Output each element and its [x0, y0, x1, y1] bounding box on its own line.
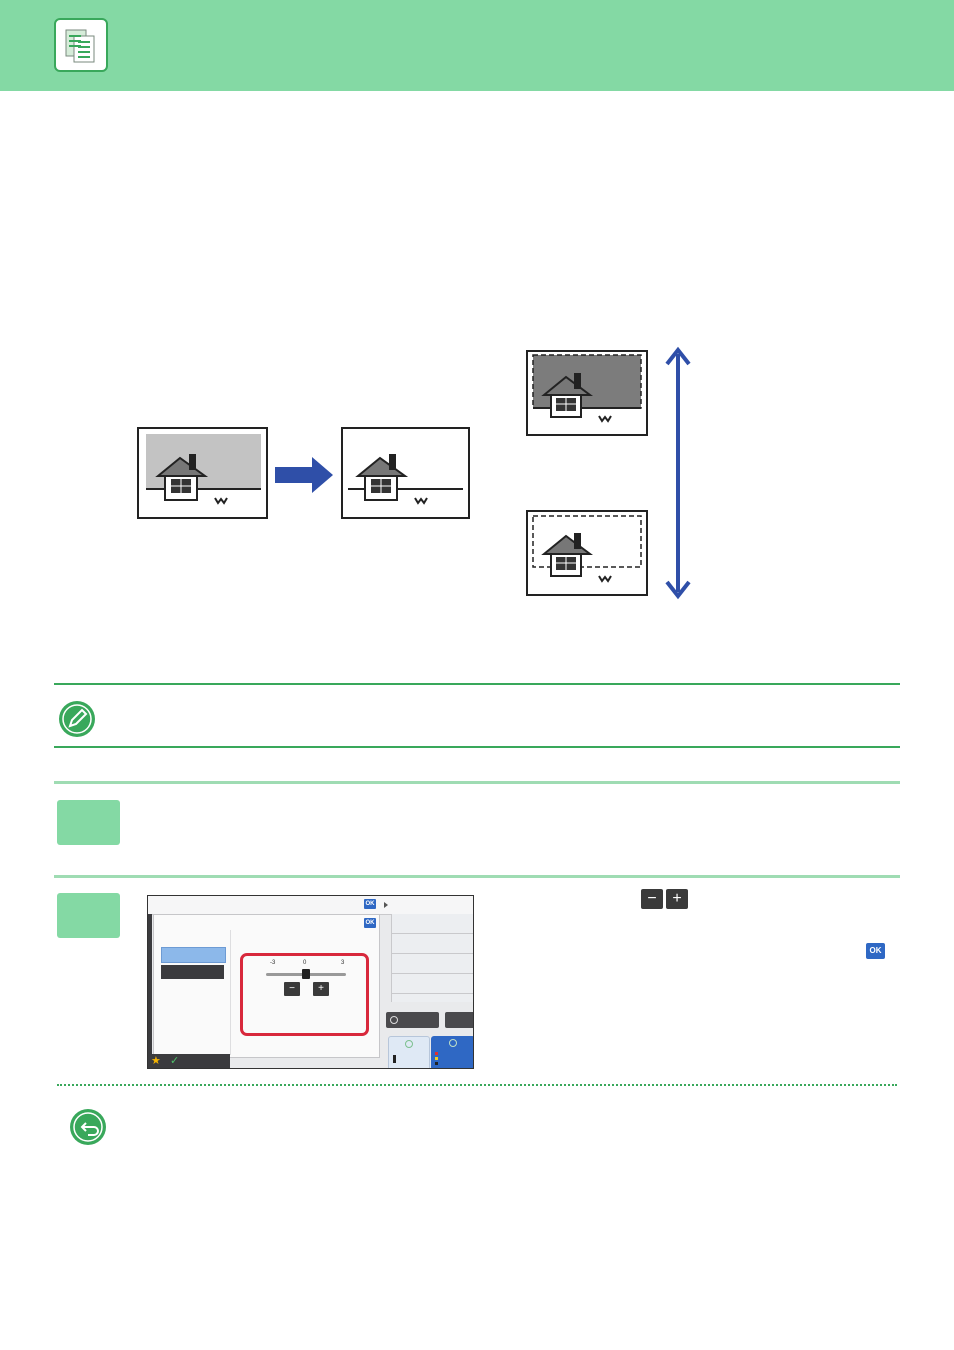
option-selected[interactable]: [161, 947, 226, 963]
ok-button-dialog[interactable]: OK: [364, 918, 376, 928]
header-bar: [0, 0, 954, 91]
adjust-highlight-frame: -3 0 3 − +: [240, 953, 369, 1036]
settings-button[interactable]: [386, 1012, 439, 1028]
option-other[interactable]: [161, 965, 224, 979]
dotted-separator: [57, 1084, 897, 1086]
double-arrow-icon: [665, 346, 691, 600]
scale-max-label: 3: [341, 960, 345, 966]
copy-icon: [54, 18, 108, 72]
original-document-image: [137, 427, 268, 519]
plus-key-icon: +: [666, 889, 688, 909]
low-level-image: [526, 510, 648, 596]
note-top-rule: [54, 683, 900, 685]
step-2-rule: [54, 875, 900, 878]
secondary-button[interactable]: [445, 1012, 473, 1028]
ok-button-top[interactable]: OK: [364, 899, 376, 909]
bw-start-button[interactable]: [388, 1036, 430, 1068]
bottom-toolbar: ★ ✓: [148, 1054, 230, 1068]
expand-arrow-icon: [384, 902, 388, 908]
background-removal-illustration: [137, 427, 470, 519]
scale-mid-label: 0: [303, 960, 307, 966]
slider-handle[interactable]: [302, 969, 310, 979]
high-level-image: [526, 350, 648, 436]
arrow-right-icon: [275, 457, 333, 493]
step-1-rule: [54, 781, 900, 784]
back-icon: [69, 1108, 107, 1146]
minus-key-icon: −: [641, 889, 663, 909]
plus-button[interactable]: +: [313, 982, 329, 996]
minus-button[interactable]: −: [284, 982, 300, 996]
step-1-badge: [57, 800, 120, 845]
pencil-note-icon: [58, 700, 96, 738]
level-scale-illustration: [526, 346, 691, 600]
settings-dialog: OK -3 0 3 − +: [153, 914, 380, 1058]
scale-min-label: -3: [270, 960, 276, 966]
copy-result-image: [341, 427, 470, 519]
settings-icon: [390, 1016, 398, 1024]
step-2-badge: [57, 893, 120, 938]
check-icon[interactable]: ✓: [170, 1055, 180, 1067]
device-screen: OK OK -3 0 3 − +: [147, 895, 474, 1069]
star-icon[interactable]: ★: [151, 1055, 161, 1067]
note-bottom-rule: [54, 746, 900, 748]
color-start-button[interactable]: [431, 1036, 473, 1068]
ok-key-icon: OK: [866, 943, 885, 959]
